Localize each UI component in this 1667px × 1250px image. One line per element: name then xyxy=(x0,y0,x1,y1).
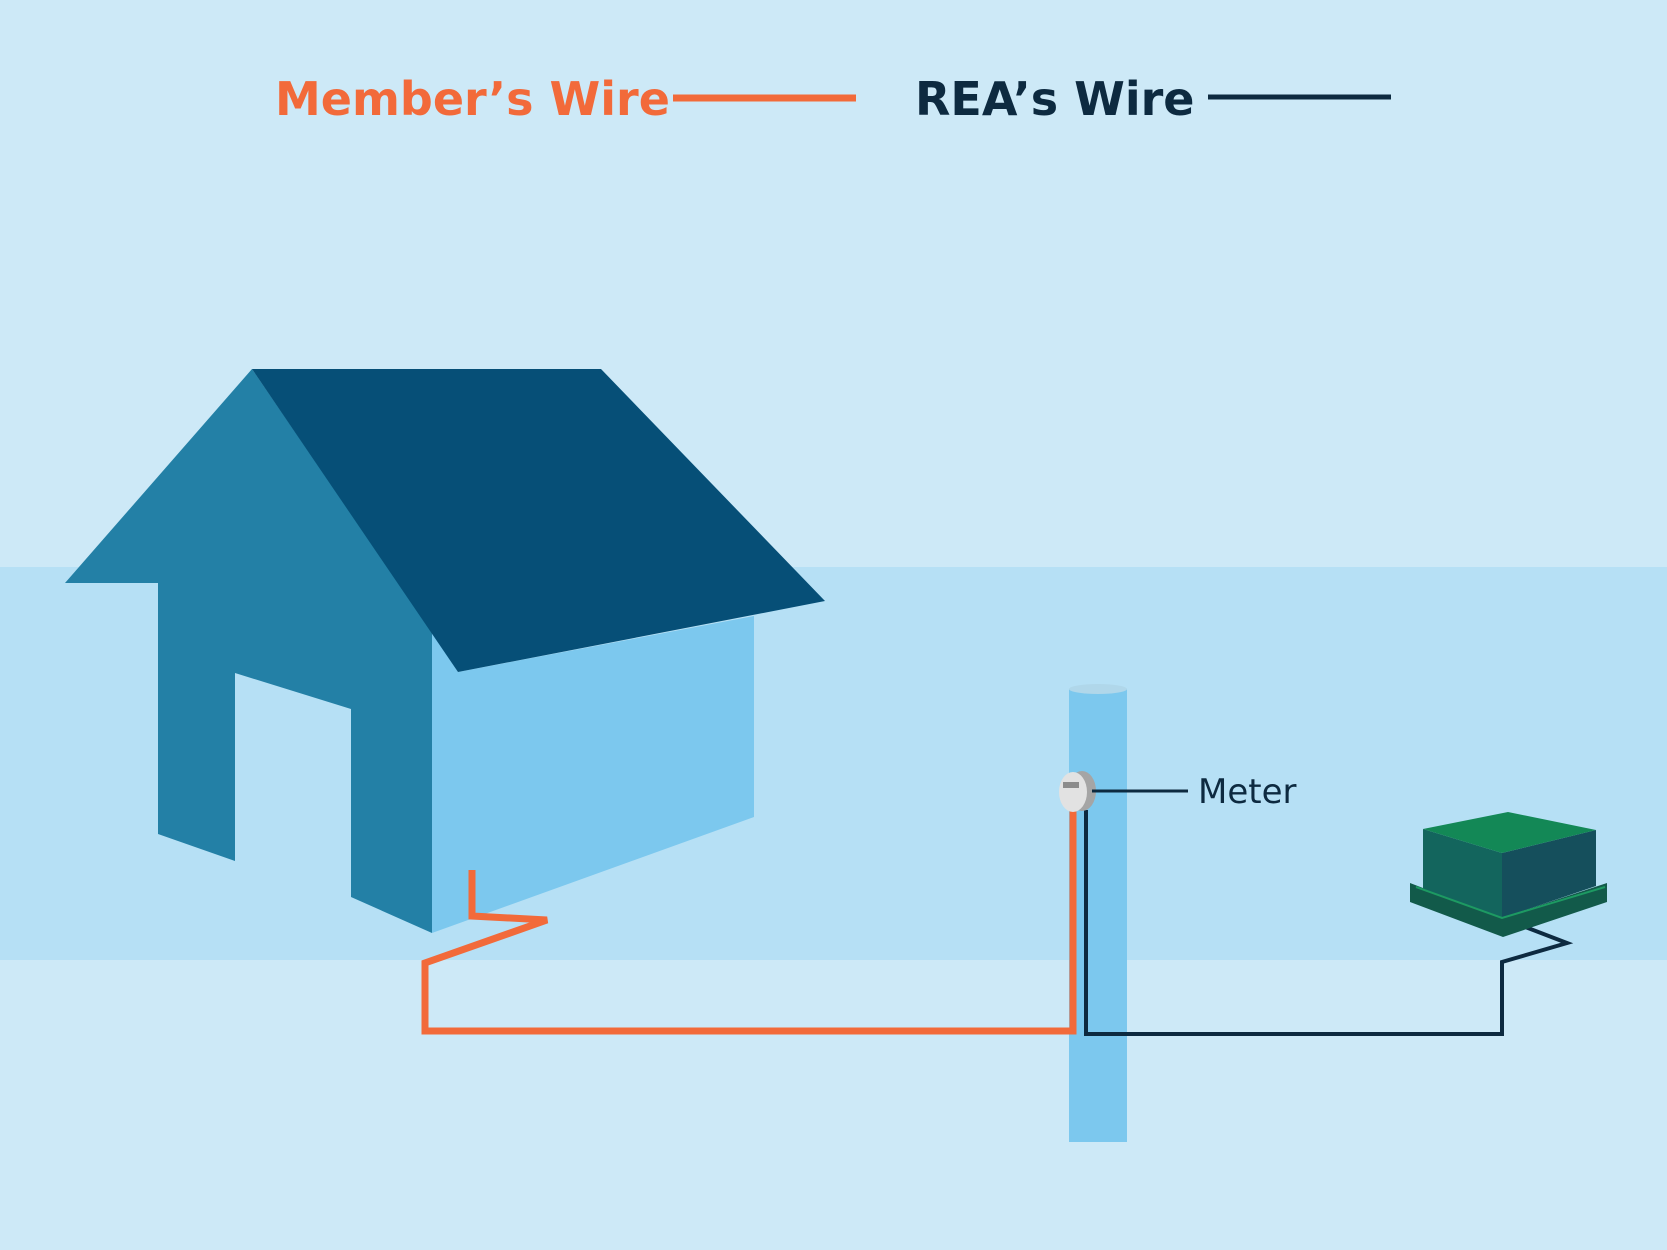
legend: Member’s Wire REA’s Wire xyxy=(275,72,1391,126)
electric-meter-icon xyxy=(1059,771,1096,812)
meter-face xyxy=(1059,772,1087,812)
house-front-wall xyxy=(65,369,432,933)
house-side-wall xyxy=(432,616,754,933)
meter-dial xyxy=(1063,782,1079,788)
house-icon xyxy=(65,369,825,933)
meter-label: Meter xyxy=(1198,772,1297,812)
transformer-top xyxy=(1423,812,1596,853)
pole-body xyxy=(1069,689,1127,1142)
pad-mounted-transformer-icon xyxy=(1410,812,1607,937)
rea-wire-path xyxy=(1084,810,1574,1036)
transformer-right-side xyxy=(1502,830,1596,918)
legend-rea-wire-label: REA’s Wire xyxy=(915,72,1194,126)
legend-member-wire-label: Member’s Wire xyxy=(275,72,670,126)
utility-pole xyxy=(1069,684,1127,1142)
transformer-trim xyxy=(1415,886,1606,920)
house-roof xyxy=(252,369,825,672)
member-wire-path xyxy=(421,810,1077,1035)
pole-top xyxy=(1069,684,1127,694)
transformer-base xyxy=(1410,883,1607,937)
